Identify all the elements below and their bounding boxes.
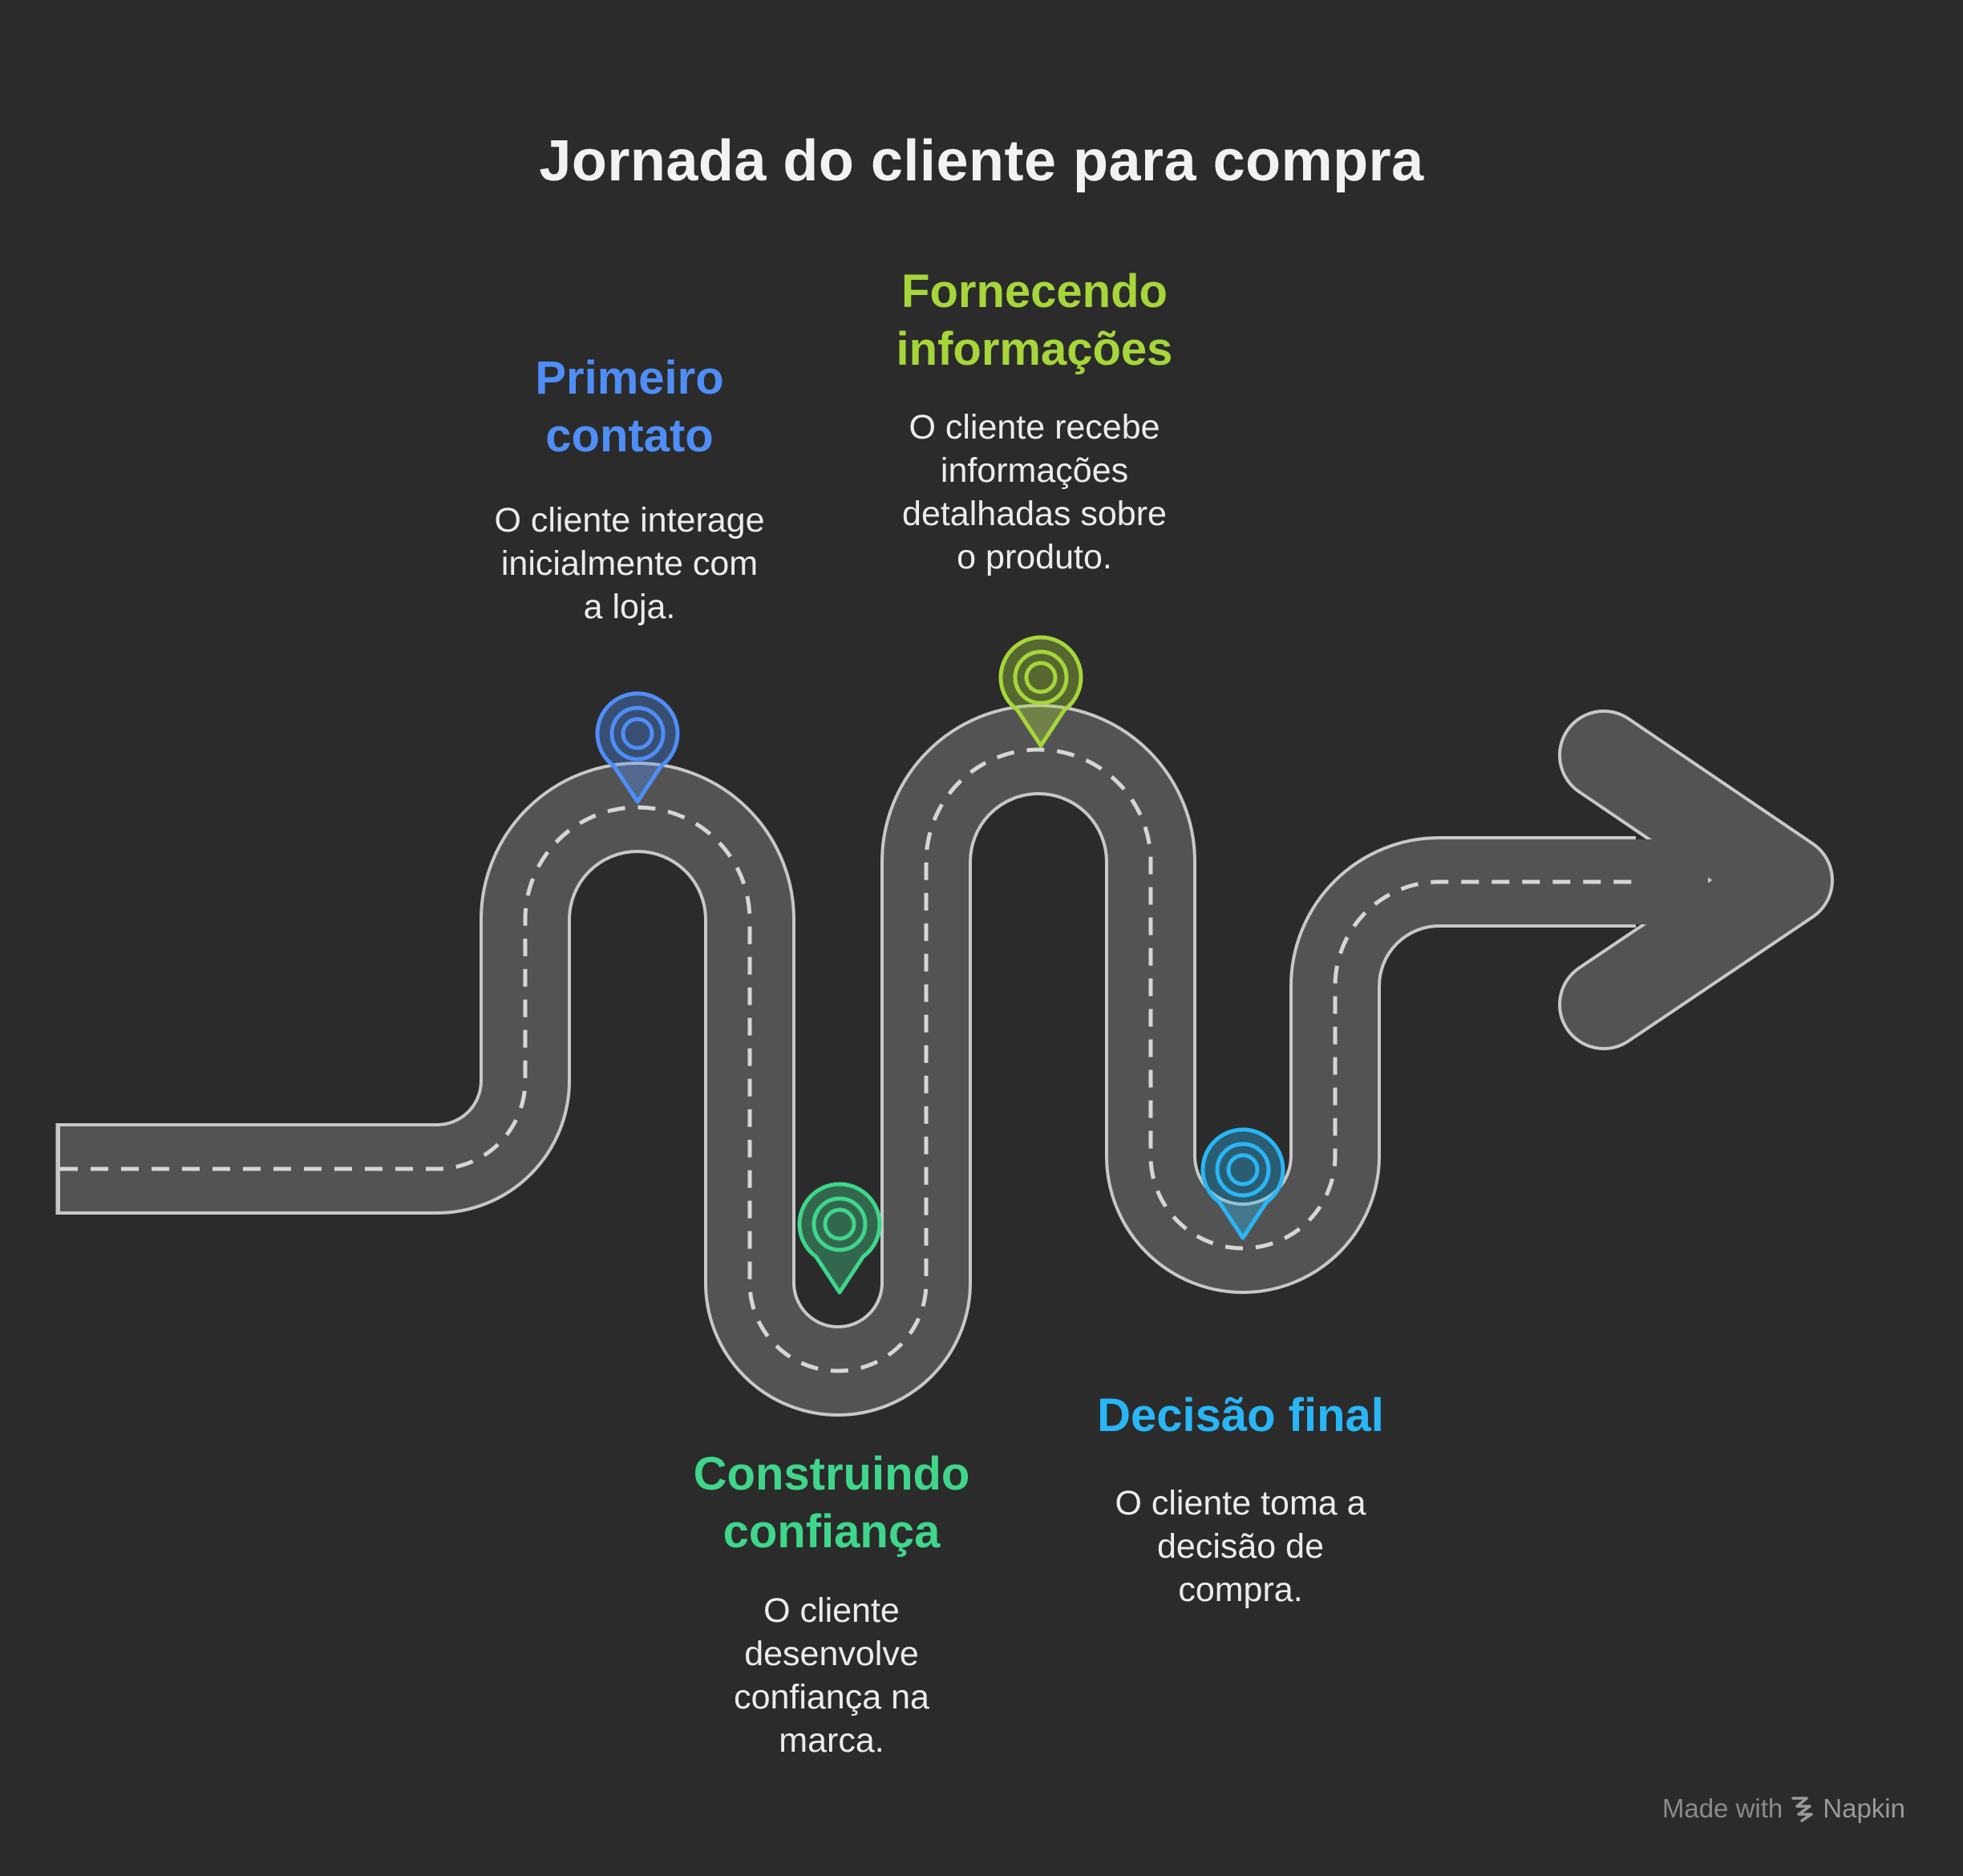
- page-title: Jornada do cliente para compra: [539, 129, 1424, 193]
- step-3-description: O cliente recebe informações detalhadas …: [794, 406, 1275, 579]
- step-3-desc-line-1: O cliente recebe: [909, 408, 1160, 447]
- footer-attribution: Made with Napkin: [1662, 1793, 1905, 1824]
- step-2-desc-line-4: marca.: [779, 1721, 884, 1760]
- step-2-title-line-2: confiança: [722, 1506, 941, 1558]
- step-1-description: O cliente interage inicialmente com a lo…: [389, 499, 870, 629]
- step-2-desc-line-1: O cliente: [763, 1591, 900, 1630]
- map-pin-icon: [1200, 1127, 1285, 1240]
- step-1-desc-line-1: O cliente interage: [494, 501, 765, 540]
- step-1-title-line-1: Primeiro: [535, 352, 724, 404]
- step-1-title: Primeiro contato: [389, 350, 870, 465]
- step-3-desc-line-4: o produto.: [957, 538, 1112, 576]
- step-3-title-line-1: Fornecendo: [901, 265, 1168, 317]
- step-2-description: O cliente desenvolve confiança na marca.: [591, 1589, 1072, 1762]
- step-4-desc-line-2: decisão de: [1157, 1527, 1324, 1566]
- arrow-head: [1561, 713, 1831, 1047]
- map-pin-icon: [595, 691, 680, 804]
- step-4-description: O cliente toma a decisão de compra.: [1000, 1482, 1481, 1611]
- step-4-title: Decisão final: [1000, 1387, 1481, 1445]
- napkin-logo-icon: [1791, 1797, 1814, 1822]
- step-3-title: Fornecendo informações: [794, 263, 1275, 378]
- step-3-title-line-2: informações: [896, 323, 1173, 375]
- brand-label: Napkin: [1823, 1793, 1905, 1823]
- step-4-desc-line-3: compra.: [1178, 1571, 1303, 1609]
- step-1-desc-line-3: a loja.: [583, 588, 676, 626]
- step-2-title: Construindo confiança: [591, 1445, 1072, 1561]
- step-4-desc-line-1: O cliente toma a: [1115, 1484, 1366, 1522]
- step-2-desc-line-3: confiança na: [734, 1678, 929, 1716]
- step-2-desc-line-2: desenvolve: [744, 1635, 919, 1673]
- step-1-title-line-2: contato: [545, 410, 714, 462]
- road: [60, 707, 1636, 1413]
- map-pin-icon: [998, 635, 1083, 748]
- step-4-title-line-1: Decisão final: [1097, 1389, 1384, 1441]
- step-1-desc-line-2: inicialmente com: [500, 544, 759, 583]
- step-2-title-line-1: Construindo: [693, 1448, 970, 1500]
- step-3-desc-line-2: informações: [940, 451, 1129, 490]
- arrow-junction: [1588, 839, 1708, 924]
- made-with-label: Made with: [1661, 1793, 1783, 1823]
- step-3-desc-line-3: detalhadas sobre: [902, 495, 1167, 533]
- map-pin-icon: [797, 1182, 882, 1295]
